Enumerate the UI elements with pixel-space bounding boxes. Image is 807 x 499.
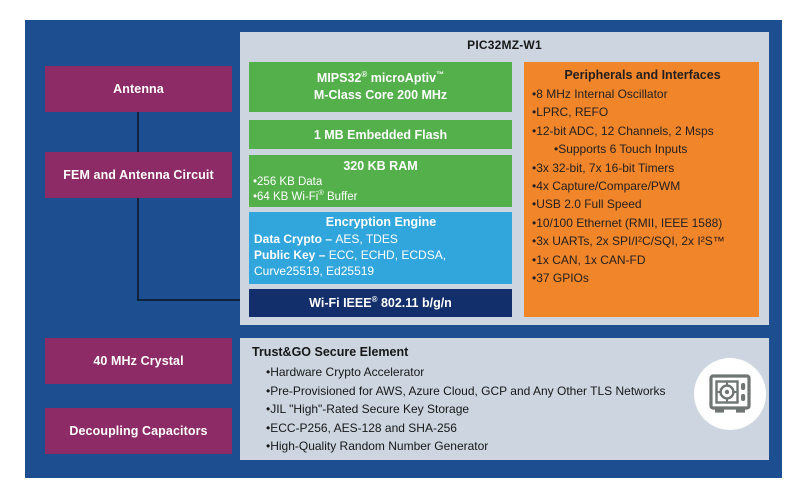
block-cpu-core: MIPS32® microAptiv™ M-Class Core 200 MHz: [249, 62, 512, 112]
peripheral-item: •10/100 Ethernet (RMII, IEEE 1588): [532, 215, 723, 230]
block-antenna: Antenna: [45, 66, 232, 112]
peripheral-item: •12-bit ADC, 12 Channels, 2 Msps: [532, 123, 714, 138]
block-ram: 320 KB RAM •256 KB Data •64 KB Wi-Fi® Bu…: [249, 155, 512, 207]
peripheral-item: •Supports 6 Touch Inputs: [554, 142, 688, 157]
trust-go-item: •Hardware Crypto Accelerator: [266, 365, 425, 379]
trust-go-panel: [240, 338, 769, 460]
peripheral-item: •3x 32-bit, 7x 16-bit Timers: [532, 160, 675, 175]
peripheral-item: •3x UARTs, 2x SPI/I²C/SQI, 2x I²S™: [532, 234, 725, 249]
data-crypto-value: AES, TDES: [335, 232, 398, 246]
peripheral-item: •1x CAN, 1x CAN-FD: [532, 252, 646, 267]
trust-go-item: •High-Quality Random Number Generator: [266, 439, 489, 453]
cpu-core-line2: M-Class Core 200 MHz: [313, 88, 448, 102]
block-crystal-label: 40 MHz Crystal: [93, 354, 184, 368]
block-fem-label: FEM and Antenna Circuit: [63, 168, 214, 182]
peripheral-item: •37 GPIOs: [532, 271, 589, 286]
data-crypto-label: Data Crypto –: [254, 232, 336, 246]
ram-item-wifi-buffer: •64 KB Wi-Fi® Buffer: [253, 188, 358, 203]
vault-icon: [709, 374, 751, 413]
block-fem-antenna-circuit: FEM and Antenna Circuit: [45, 152, 232, 198]
trust-go-item: •JIL "High"-Rated Secure Key Storage: [266, 402, 470, 416]
trust-go-list: •Hardware Crypto Accelerator •Pre-Provis…: [266, 363, 696, 456]
connector-fem-vertical: [137, 198, 139, 301]
peripheral-item: •USB 2.0 Full Speed: [532, 197, 642, 212]
vault-icon-container: [694, 358, 766, 430]
block-decoupling-label: Decoupling Capacitors: [69, 424, 208, 438]
encryption-data-crypto-row: Data Crypto – AES, TDES: [254, 231, 508, 247]
block-encryption-engine: Encryption Engine Data Crypto – AES, TDE…: [249, 212, 512, 284]
encryption-public-key-row: Public Key – ECC, ECHD, ECDSA, Curve2551…: [254, 247, 508, 279]
block-antenna-label: Antenna: [113, 82, 164, 96]
connector-fem-to-wifi: [137, 299, 261, 301]
encryption-engine-title: Encryption Engine: [325, 215, 437, 229]
public-key-value: ECC, ECHD, ECDSA, Curve25519, Ed25519: [254, 248, 447, 278]
peripherals-title: Peripherals and Interfaces: [564, 68, 721, 82]
block-40mhz-crystal: 40 MHz Crystal: [45, 338, 232, 384]
page-title: PIC32MZ-W1: [467, 38, 542, 52]
peripheral-item: •LPRC, REFO: [532, 105, 609, 120]
connector-antenna-to-fem: [137, 112, 139, 153]
public-key-label: Public Key –: [254, 248, 329, 262]
trust-go-item: •Pre-Provisioned for AWS, Azure Cloud, G…: [266, 383, 666, 398]
trust-go-title: Trust&GO Secure Element: [252, 345, 409, 359]
trust-go-item: •ECC-P256, AES-128 and SHA-256: [266, 420, 457, 435]
block-wifi: Wi-Fi IEEE® 802.11 b/g/n: [249, 289, 512, 317]
cpu-core-line1: MIPS32® microAptiv™: [316, 69, 445, 85]
embedded-flash-label: 1 MB Embedded Flash: [313, 127, 448, 142]
ram-item-data: •256 KB Data: [253, 176, 323, 188]
peripheral-item: •8 MHz Internal Oscillator: [532, 87, 668, 101]
block-peripherals: Peripherals and Interfaces •8 MHz Intern…: [524, 62, 759, 317]
ram-title: 320 KB RAM: [343, 159, 418, 173]
wifi-label: Wi-Fi IEEE® 802.11 b/g/n: [309, 294, 452, 310]
block-decoupling-capacitors: Decoupling Capacitors: [45, 408, 232, 454]
peripheral-item: •4x Capture/Compare/PWM: [532, 179, 681, 194]
block-embedded-flash: 1 MB Embedded Flash: [249, 120, 512, 149]
